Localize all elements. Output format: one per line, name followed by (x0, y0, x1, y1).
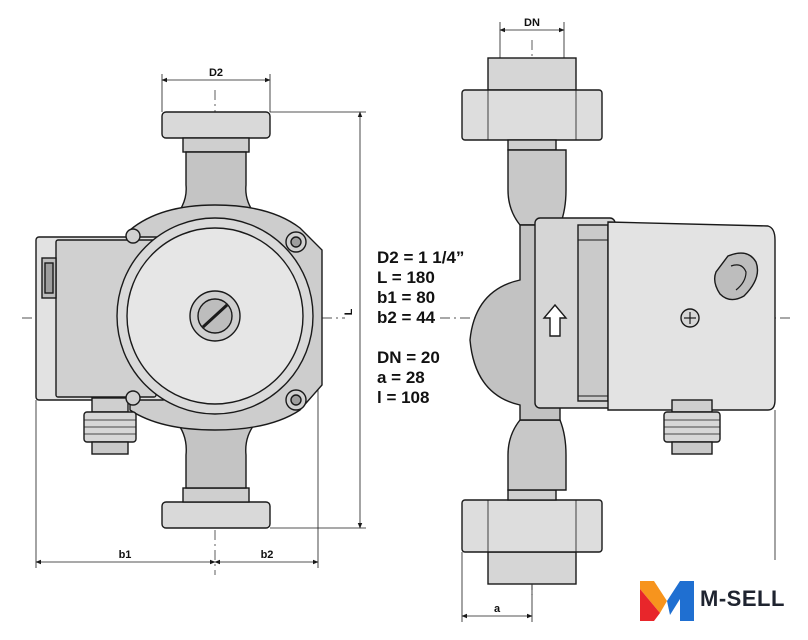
side-bottom-pipe (507, 419, 567, 491)
terminal-switch-knob (44, 262, 54, 294)
front-dimensions (35, 74, 366, 568)
screw-bottom-left (125, 390, 141, 406)
bottom-flange-neck (182, 487, 250, 503)
top-union-nut (461, 89, 603, 141)
flow-direction-arrow (542, 303, 568, 337)
label-dn: DN (524, 17, 540, 29)
label-d2: D2 (209, 67, 223, 79)
spec-b1: b1 = 80 (377, 288, 436, 307)
top-union-thread (487, 57, 577, 91)
label-a: a (494, 603, 501, 615)
bottom-union-thread (487, 551, 577, 585)
bottom-union-nut (461, 499, 603, 553)
spec-l: L = 180 (377, 268, 435, 287)
m-logo-icon (640, 581, 694, 621)
spec-l-small: l = 108 (377, 388, 430, 407)
brand-name: M-SELL (700, 586, 785, 611)
brand-logo: M-SELL (640, 577, 800, 621)
side-cable-gland-nut (671, 399, 713, 413)
top-flange (161, 111, 271, 139)
spec-spacer (377, 328, 464, 348)
bottom-flange (161, 501, 271, 529)
side-dimensions (461, 22, 776, 622)
screw-top-left (125, 228, 141, 244)
front-view (22, 90, 345, 575)
spec-a: a = 28 (377, 368, 425, 387)
spec-dn: DN = 20 (377, 348, 440, 367)
speed-selector-knob (713, 252, 759, 301)
label-b2: b2 (261, 549, 274, 561)
label-l: L (343, 308, 355, 315)
side-top-pipe (507, 149, 567, 226)
specifications-list: D2 = 1 1/4” L = 180 b1 = 80 b2 = 44 DN =… (377, 248, 464, 408)
side-view (440, 40, 790, 595)
label-b1: b1 (119, 549, 132, 561)
cable-gland-nut (91, 397, 129, 413)
top-flange-neck (182, 137, 250, 153)
spec-b2: b2 = 44 (377, 308, 436, 327)
spec-d2: D2 = 1 1/4” (377, 248, 465, 267)
